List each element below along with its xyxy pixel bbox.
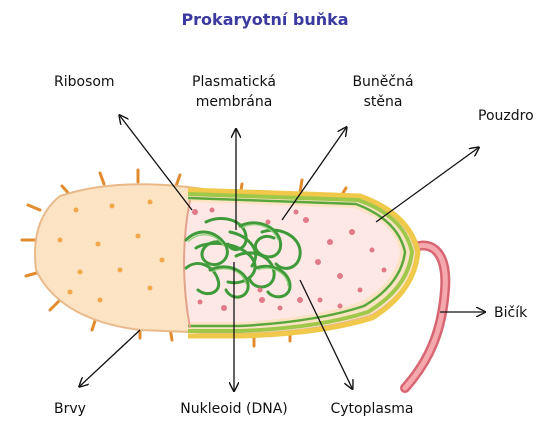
diagram-title: Prokaryotní buňka [181, 10, 348, 29]
label-brvy: Brvy [54, 401, 86, 417]
arrow-brvy [80, 330, 140, 386]
label-nukleoid: Nukleoid (DNA) [180, 401, 288, 417]
label-ribosom: Ribosom [54, 74, 115, 90]
arrow-pouzdro [376, 148, 478, 222]
label-membrana-line2: membrána [196, 94, 273, 110]
label-stena-line2: stěna [364, 94, 403, 110]
label-bicik: Bičík [494, 305, 528, 321]
label-membrana-line1: Plasmatická [192, 74, 276, 90]
label-cytoplasma: Cytoplasma [331, 401, 414, 417]
label-stena-line1: Buněčná [352, 74, 413, 90]
label-pouzdro: Pouzdro [478, 108, 534, 124]
